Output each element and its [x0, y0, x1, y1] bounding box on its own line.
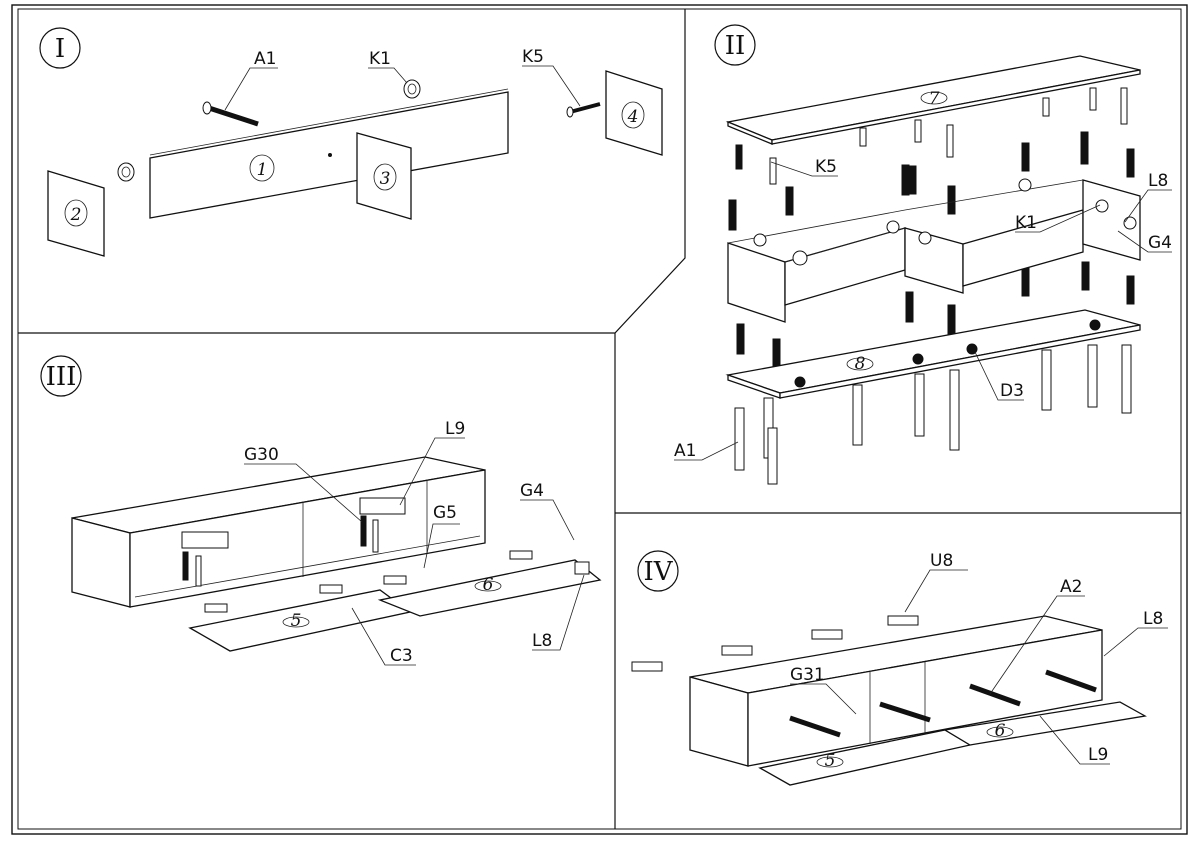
- label-g31: G31: [790, 665, 857, 715]
- step-4-roman: IV: [637, 550, 679, 592]
- svg-text:L9: L9: [445, 419, 465, 439]
- panel-3: 3: [356, 132, 412, 220]
- svg-text:6: 6: [483, 575, 494, 595]
- svg-text:I: I: [55, 34, 65, 64]
- step-3-roman: III: [40, 355, 82, 397]
- cam-lock-icon: [403, 79, 421, 99]
- label-l9: L9: [1039, 715, 1110, 765]
- label-k1: K1: [1015, 204, 1101, 233]
- label-k5: K5: [522, 47, 581, 107]
- svg-text:U8: U8: [930, 551, 953, 571]
- label-u8: U8: [904, 551, 968, 613]
- label-g4: G4: [1117, 230, 1172, 253]
- label-a1: A1: [674, 441, 739, 461]
- svg-text:G4: G4: [520, 481, 544, 501]
- cabinet-body: [71, 456, 486, 608]
- flap-panel-6: 6: [377, 559, 602, 617]
- svg-text:G4: G4: [1148, 233, 1172, 253]
- svg-text:7: 7: [929, 89, 940, 109]
- bottom-panel: 8: [725, 309, 1141, 399]
- svg-text:3: 3: [380, 169, 391, 189]
- label-a1: A1: [224, 49, 278, 111]
- flap-hinges: [204, 550, 590, 613]
- step-2-roman: II: [714, 24, 756, 66]
- svg-text:5: 5: [825, 751, 836, 771]
- leg-screws: [734, 344, 1132, 485]
- svg-text:L8: L8: [1148, 171, 1168, 191]
- svg-text:L9: L9: [1088, 745, 1108, 765]
- svg-text:K1: K1: [1015, 213, 1037, 233]
- label-l8: L8: [532, 574, 585, 651]
- step-1-roman: I: [39, 27, 81, 69]
- dowel-connector-icon: [566, 102, 601, 118]
- svg-text:G5: G5: [433, 503, 457, 523]
- step-3: III 5 6: [40, 355, 602, 666]
- svg-text:A1: A1: [254, 49, 276, 69]
- svg-text:5: 5: [291, 611, 302, 631]
- label-k1: K1: [368, 49, 408, 84]
- svg-text:1: 1: [257, 160, 268, 180]
- svg-text:2: 2: [70, 205, 82, 225]
- cam-bolt-icon: [202, 101, 259, 127]
- sheet-frame: [11, 4, 1188, 835]
- svg-text:8: 8: [855, 354, 866, 374]
- dowel-pins: [728, 87, 1135, 370]
- wall-anchors: [631, 615, 919, 672]
- label-l8: L8: [1124, 171, 1172, 223]
- svg-text:K1: K1: [369, 49, 391, 69]
- svg-text:D3: D3: [1000, 381, 1024, 401]
- carcass-frame: [727, 178, 1141, 323]
- panel-1: 1: [149, 88, 509, 219]
- label-g4: G4: [520, 481, 575, 541]
- svg-text:4: 4: [627, 107, 639, 127]
- svg-text:L8: L8: [1143, 609, 1163, 629]
- svg-text:A2: A2: [1060, 577, 1082, 597]
- flap-panels: 5 6: [758, 701, 1147, 786]
- hinge-screws: [182, 515, 379, 587]
- top-panel: 7: [725, 55, 1141, 145]
- svg-text:L8: L8: [532, 631, 552, 651]
- svg-text:G30: G30: [244, 445, 279, 465]
- label-g5: G5: [423, 503, 460, 569]
- flap-panel-5: 5: [188, 589, 412, 652]
- label-d3: D3: [974, 351, 1024, 401]
- svg-text:C3: C3: [390, 646, 413, 666]
- label-g30: G30: [244, 445, 363, 523]
- svg-text:II: II: [725, 31, 746, 61]
- label-a2: A2: [989, 577, 1085, 695]
- panel-2: 2: [47, 170, 105, 257]
- step-4: IV 5 6: [631, 550, 1168, 786]
- step-2: II 7: [674, 24, 1172, 485]
- step-1: I 1 3 2 4: [39, 27, 663, 257]
- label-l8: L8: [1103, 609, 1168, 657]
- label-l9: L9: [399, 419, 465, 506]
- svg-text:K5: K5: [815, 157, 837, 177]
- svg-text:III: III: [46, 362, 77, 392]
- cam-lock-icon: [117, 162, 135, 182]
- label-k5: K5: [770, 157, 838, 177]
- panel-4: 4: [605, 70, 663, 156]
- svg-text:A1: A1: [674, 441, 696, 461]
- label-c3: C3: [351, 607, 416, 666]
- svg-text:IV: IV: [643, 557, 673, 587]
- svg-text:6: 6: [995, 721, 1006, 741]
- svg-text:K5: K5: [522, 47, 544, 67]
- svg-text:G31: G31: [790, 665, 825, 685]
- mounting-screws: [789, 669, 1097, 738]
